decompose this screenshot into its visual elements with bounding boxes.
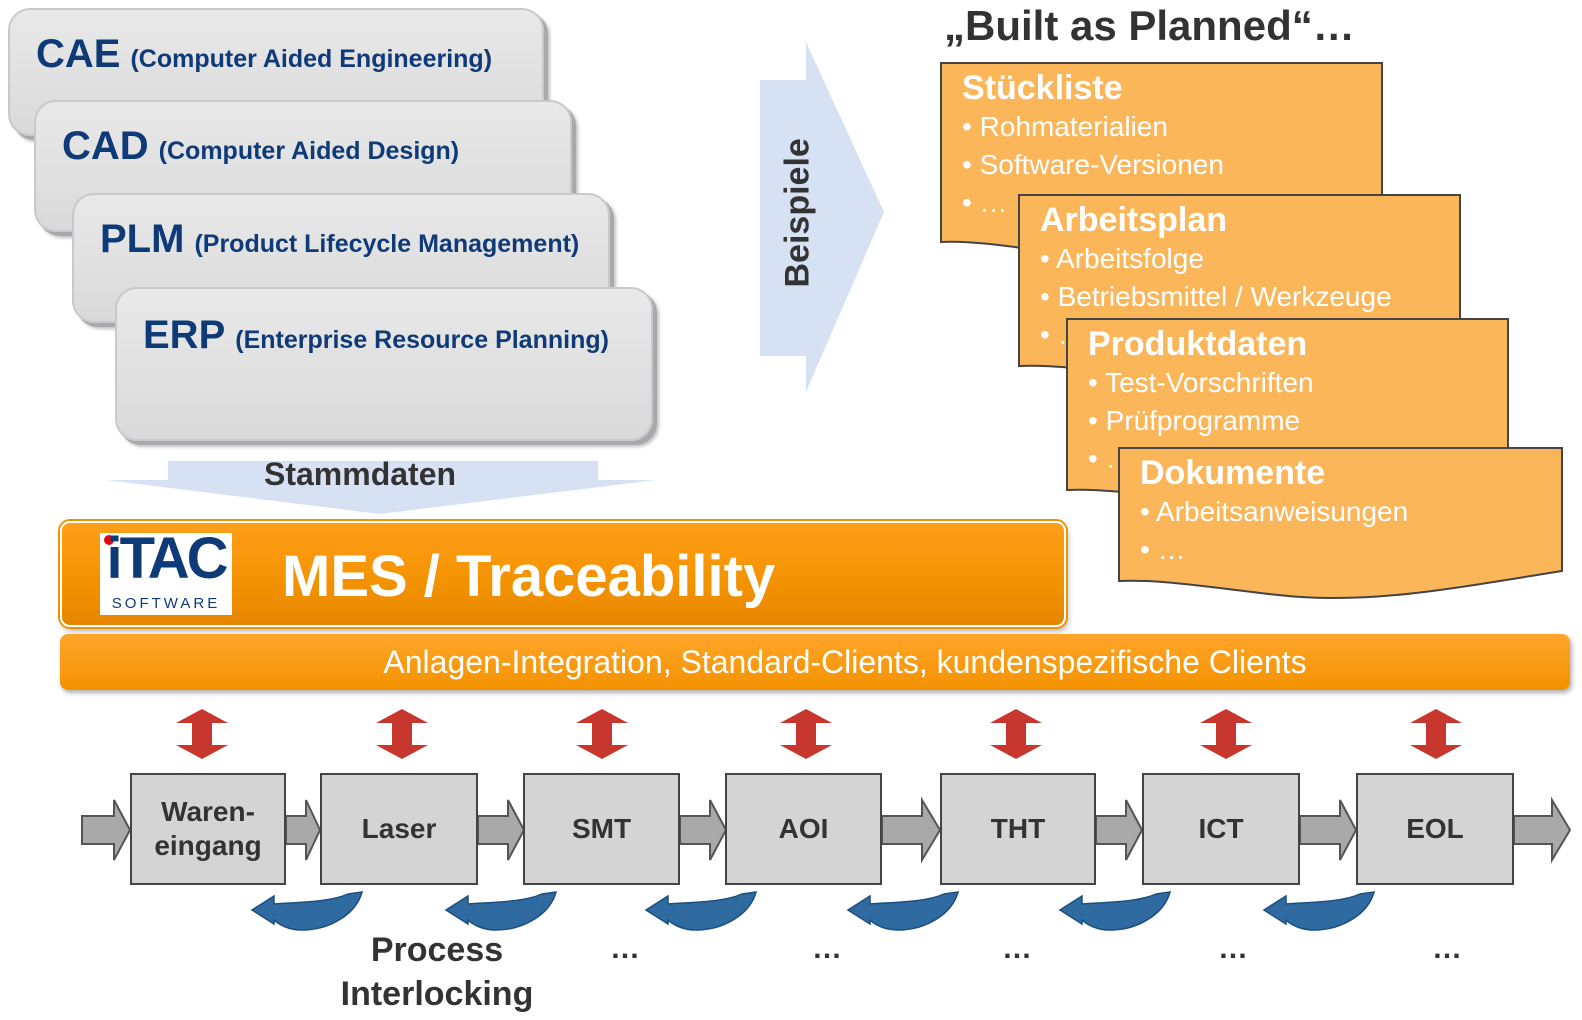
- doc-title: Stückliste: [962, 69, 1123, 107]
- ellipsis-label: …: [1432, 932, 1462, 965]
- doc-item: • …: [1140, 534, 1186, 565]
- doc-title: Produktdaten: [1088, 325, 1308, 363]
- doc-item: • Software-Versionen: [962, 149, 1224, 180]
- ellipsis-label: …: [1218, 932, 1248, 965]
- ellipsis-label: …: [812, 932, 842, 965]
- ellipsis-label: …: [1002, 932, 1032, 965]
- doc-item: • Prüfprogramme: [1088, 405, 1301, 436]
- system-abbr: CAE: [36, 32, 121, 76]
- doc-title: Dokumente: [1140, 454, 1326, 492]
- beispiele-arrow: [760, 42, 884, 392]
- station-smt: SMT: [523, 773, 680, 885]
- doc-item: • Rohmaterialien: [962, 111, 1168, 142]
- station-aoi: AOI: [725, 773, 882, 885]
- station-eol: EOL: [1356, 773, 1514, 885]
- system-fullname: (Product Lifecycle Management): [194, 230, 580, 258]
- built-as-planned-title: „Built as Planned“…: [944, 2, 1355, 49]
- doc-item: • Arbeitsfolge: [1040, 243, 1204, 274]
- doc-title: Arbeitsplan: [1040, 201, 1228, 239]
- doc-item: • …: [962, 187, 1008, 218]
- logo-subtext: SOFTWARE: [111, 595, 221, 612]
- system-fullname: (Computer Aided Engineering): [130, 45, 493, 73]
- stammdaten-arrow: [106, 461, 656, 514]
- station-ict: ICT: [1142, 773, 1300, 885]
- beispiele-label: Beispiele: [778, 138, 817, 288]
- integration-text: Anlagen-Integration, Standard-Clients, k…: [383, 644, 1307, 680]
- system-abbr: ERP: [143, 313, 226, 357]
- process-flow-arrows: [81, 796, 1572, 864]
- station-laser: Laser: [320, 773, 478, 885]
- interlocking-loops: [251, 891, 1375, 931]
- logo-text: iTAC: [106, 526, 228, 591]
- itac-logo: iTAC SOFTWARE: [100, 526, 232, 615]
- process-interlocking-label: Process Interlocking: [340, 931, 534, 1013]
- integration-bar: Anlagen-Integration, Standard-Clients, k…: [60, 634, 1570, 690]
- red-double-arrows: [176, 709, 1462, 759]
- system-fullname: (Computer Aided Design): [158, 137, 460, 165]
- doc-item: • Betriebsmittel / Werkzeuge: [1040, 281, 1392, 312]
- ellipsis-label: …: [610, 932, 640, 965]
- system-abbr: CAD: [62, 124, 149, 168]
- doc-dokumente: Dokumente • Arbeitsanweisungen • …: [1118, 447, 1564, 605]
- stammdaten-label: Stammdaten: [264, 456, 457, 492]
- system-fullname: (Enterprise Resource Planning): [235, 326, 609, 354]
- logo-dot-icon: [104, 535, 114, 545]
- doc-item: • Arbeitsanweisungen: [1140, 496, 1409, 527]
- system-abbr: PLM: [100, 217, 185, 261]
- station-wareneingang: Waren- eingang: [130, 773, 286, 885]
- mes-traceability-bar: iTAC SOFTWARE MES / Traceability: [60, 521, 1066, 627]
- mes-title: MES / Traceability: [282, 544, 776, 609]
- system-card-erp: ERP (Enterprise Resource Planning): [115, 287, 653, 441]
- station-tht: THT: [940, 773, 1096, 885]
- doc-item: • Test-Vorschriften: [1088, 367, 1314, 398]
